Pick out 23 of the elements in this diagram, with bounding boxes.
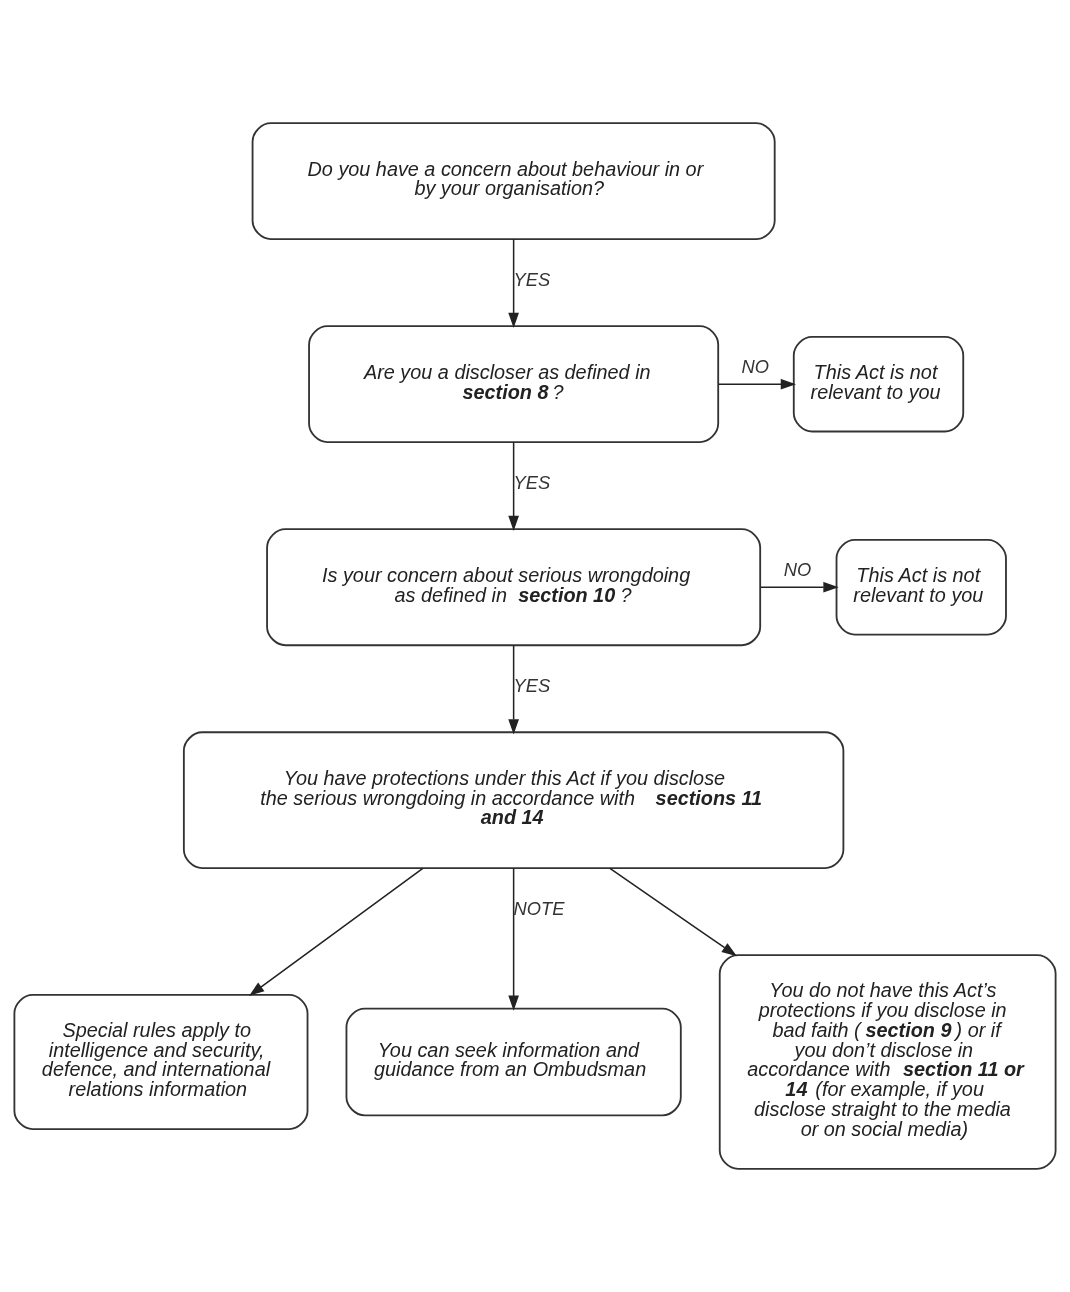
edge-label: YES [513,268,551,290]
arrow [508,238,519,329]
arrow [609,867,737,957]
arrow [717,378,797,390]
node-box: This Act is not relevant to you [835,538,1007,636]
node-box: You can seek information and guidance from an Ombudsman [345,1007,682,1117]
edge-label: NOTE [513,897,565,919]
arrow [759,581,839,593]
arrow [508,867,519,1011]
node-box: Do you have a concern about behaviour in or by your organisation? [251,122,776,241]
node-box: You do not have this Act’s protections if you disclose in bad faith (section 9) or if you don’t disclose in accordance with section 11 or 14 (for example, if you disclose straight to the media or on social media) [718,954,1057,1170]
edge-label: NO [783,558,812,580]
edge-label: NO [741,355,769,377]
arrow [508,441,519,532]
node-box: Are you a discloser as defined in section 8? [308,325,720,444]
node-box: Special rules apply to intelligence and security, defence, and international relations information [13,993,309,1131]
edge-label: YES [513,674,551,696]
node-box: This Act is not relevant to you [792,335,965,433]
arrow [508,644,519,735]
edge-label: YES [513,471,551,493]
node-box: You have protections under this Act if you disclose the serious wrongdoing in accordance with sections 11 and 14 [182,731,845,870]
arrow [249,867,424,996]
node-box: Is your concern about serious wrongdoing as defined in section 10? [266,528,762,647]
